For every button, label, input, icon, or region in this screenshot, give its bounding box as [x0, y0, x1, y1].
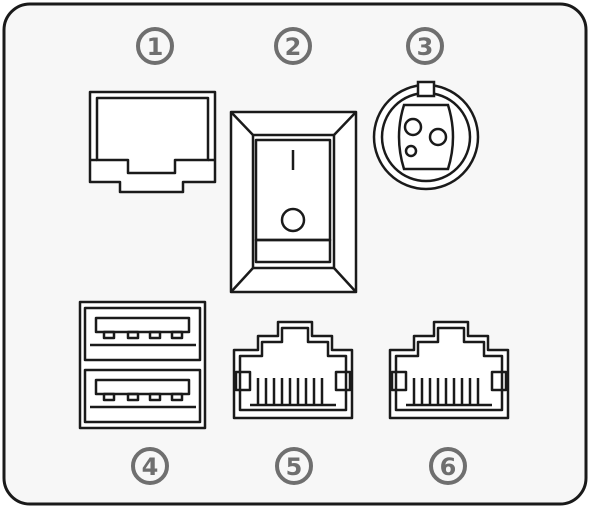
- port-number-4: 4: [142, 453, 159, 481]
- port-number-5: 5: [286, 453, 303, 481]
- port-number-2: 2: [285, 33, 302, 61]
- port-number-6: 6: [440, 453, 457, 481]
- port-label-1: 1: [136, 27, 174, 65]
- port-number-1: 1: [147, 33, 164, 61]
- ethernet-port-icon-2: [388, 320, 510, 420]
- port-label-4: 4: [131, 447, 169, 485]
- rocker-power-switch-icon: [229, 110, 358, 294]
- serial-port-icon: [88, 90, 217, 194]
- port-label-6: 6: [429, 447, 467, 485]
- port-number-3: 3: [417, 33, 434, 61]
- dual-usb-port-icon: [78, 300, 207, 430]
- din-power-connector-icon: [372, 80, 480, 191]
- port-label-3: 3: [406, 27, 444, 65]
- port-label-2: 2: [274, 27, 312, 65]
- ethernet-port-icon: [232, 320, 354, 420]
- port-label-5: 5: [275, 447, 313, 485]
